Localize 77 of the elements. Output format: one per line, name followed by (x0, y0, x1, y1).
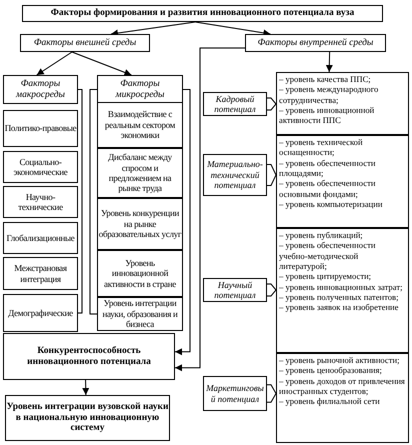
category-label: Факторы внутренней среды (258, 38, 374, 48)
title-label: Факторы формирования и развития инновационного потенциала вуза (50, 8, 354, 19)
list-item: – уровень публикаций; (279, 230, 364, 240)
factor-label: Демографические (8, 308, 73, 318)
list-item: – уровень технической оснащенности; (279, 137, 364, 158)
title-box (22, 5, 383, 22)
arrow (326, 52, 333, 72)
category-box (3, 75, 78, 104)
factor-box (3, 151, 78, 183)
arrow (174, 89, 190, 356)
list-item: – уровень доходов от привлечения иностранных студентов; (279, 376, 406, 396)
factor-box (3, 294, 78, 332)
factor-box (97, 198, 183, 250)
list-item: – уровень инновационных затрат; (279, 282, 404, 292)
list-item: – уровень обеспеченности учебно-методической литературой; (279, 240, 376, 272)
list-item: – уровень рыночной активности; (279, 355, 400, 366)
list-item: – уровень ценообразования; (279, 365, 383, 376)
arrow (194, 22, 271, 36)
factor-box (97, 250, 183, 297)
potential-label: Кадровый потенциал (213, 94, 257, 114)
category-box (20, 34, 150, 52)
list-item: – уровень филиальной сети (279, 396, 381, 407)
chevron-connector (266, 164, 276, 186)
list-item: – уровень заявок на изобретение (279, 302, 400, 312)
factor-label: Политико-правовые (4, 123, 76, 134)
factor-label: Научно-технические (17, 192, 64, 212)
connector-line (78, 89, 82, 314)
arrow (82, 380, 90, 396)
potential-box (203, 278, 267, 302)
connector-line (90, 89, 98, 314)
list-item: – уровень цитируемости; (279, 271, 372, 282)
list-item: – уровень обеспеченности основными фондами; (279, 178, 376, 199)
potential-box (203, 92, 267, 116)
factor-box (97, 148, 183, 198)
category-label: Факторы внешней среды (34, 38, 136, 48)
factor-label: Уровень интеграции науки, образования и бизнеса (101, 298, 179, 330)
result-box (5, 395, 170, 441)
factor-box (3, 110, 78, 147)
potential-label: Материально-технический потенциал (206, 159, 264, 191)
category-label: Факторы макросреды (14, 78, 66, 100)
factor-label: Межстрановая интеграция (13, 263, 68, 284)
arrow (174, 48, 246, 372)
list-item: – уровень обеспеченности площадями; (279, 158, 376, 178)
potential-box (203, 376, 267, 411)
indicator-list-box (276, 353, 409, 443)
chevron-connector (266, 98, 276, 110)
factor-box (3, 257, 78, 290)
factor-label: Уровень инновационной активности в стране (103, 258, 177, 290)
result-label: Конкурентоспособность инновационного потенциала (26, 346, 152, 368)
factor-box (3, 222, 78, 254)
chevron-connector (266, 284, 276, 296)
factor-label: Уровень конкуренции на рынке образовательных услуг (98, 208, 182, 240)
category-box (245, 34, 386, 52)
list-item: – уровень полученных патентов; (279, 292, 398, 302)
potential-label: Научный потенциал (213, 280, 257, 300)
factor-label: Социально-экономические (12, 156, 68, 178)
factor-label: Дисбаланс между спросом и предложением на рынке труда (107, 152, 173, 194)
result-label: Уровень интеграции вузовской науки в национальную инновационную систему (6, 402, 169, 434)
list-item: – уровень качества ППС; (279, 74, 372, 84)
indicator-list-box (276, 228, 409, 353)
arrow (36, 52, 72, 76)
list-item: – уровень инновационной активности ППС (279, 104, 376, 126)
potential-label: Маркетинговый потенциал (205, 383, 265, 404)
factor-label: Глобализационные (6, 232, 75, 244)
list-item: – уровень международного сотрудничества; (279, 84, 380, 105)
category-label: Факторы микросреды (114, 78, 166, 100)
indicator-list-box (276, 72, 409, 135)
indicator-list-box (276, 135, 409, 228)
arrow (72, 52, 132, 76)
arrow (110, 22, 196, 36)
result-box (3, 333, 175, 380)
chevron-connector (266, 384, 276, 403)
factor-label: Взаимодействие с реальным сектором экономики (104, 109, 176, 141)
factor-box (3, 186, 78, 218)
category-box (97, 75, 183, 104)
list-item: – уровень компьютеризации (279, 198, 384, 210)
factor-box (97, 102, 183, 148)
